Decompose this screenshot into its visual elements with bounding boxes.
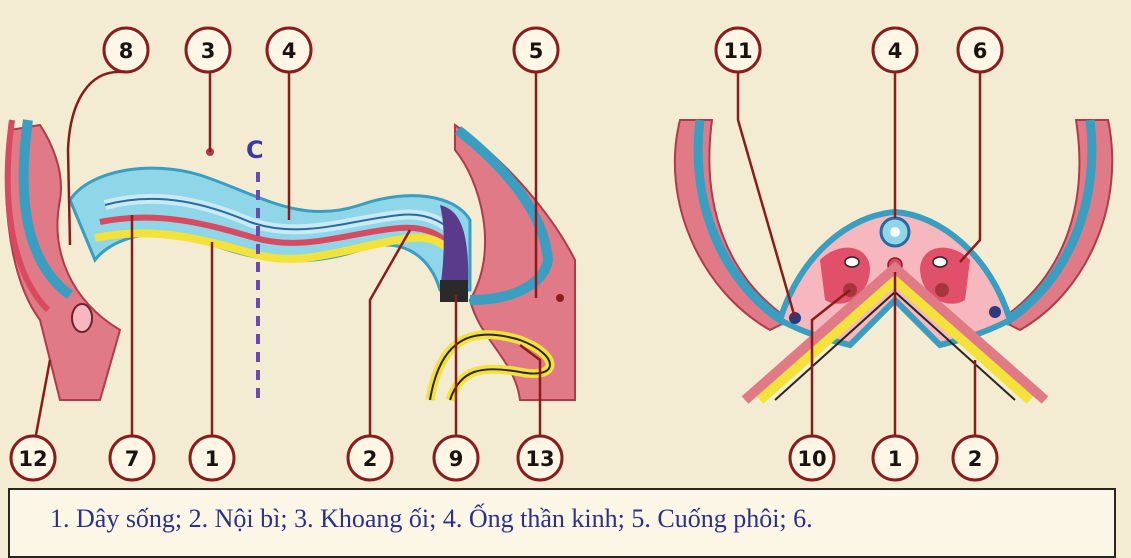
svg-text:2: 2 <box>363 447 378 471</box>
label-1-cross: 1 <box>871 434 919 482</box>
left-arm <box>673 119 792 332</box>
notochord-band <box>99 214 458 257</box>
label-9: 9 <box>432 434 480 482</box>
cloacal-membrane <box>440 280 468 302</box>
svg-text:9: 9 <box>449 447 464 471</box>
svg-text:5: 5 <box>529 39 544 63</box>
svg-text:4: 4 <box>888 39 903 63</box>
section-line-label: C <box>246 136 264 164</box>
label-12: 12 <box>9 434 57 482</box>
right-arm <box>998 119 1114 332</box>
label-6: 6 <box>956 26 1004 74</box>
svg-text:1: 1 <box>205 447 220 471</box>
embryo-diagram: C 8 3 4 5 <box>4 26 1114 482</box>
label-5: 5 <box>512 26 560 74</box>
label-2-cross: 2 <box>951 434 999 482</box>
vessel-oval <box>71 303 93 333</box>
label-4-cross: 4 <box>871 26 919 74</box>
label-1: 1 <box>188 434 236 482</box>
svg-text:12: 12 <box>18 447 47 471</box>
label-2: 2 <box>346 434 394 482</box>
svg-text:6: 6 <box>973 39 988 63</box>
caption-text: 1. Dây sống; 2. Nội bì; 3. Khoang ối; 4.… <box>50 504 813 533</box>
svg-text:2: 2 <box>968 447 983 471</box>
svg-text:3: 3 <box>201 39 216 63</box>
label-3: 3 <box>184 26 232 74</box>
svg-text:7: 7 <box>125 447 140 471</box>
label-10: 10 <box>788 434 836 482</box>
label-8: 8 <box>102 26 150 74</box>
svg-text:13: 13 <box>525 447 554 471</box>
svg-text:8: 8 <box>119 39 134 63</box>
label-7: 7 <box>108 434 156 482</box>
longitudinal-section: C 8 3 4 5 <box>4 26 576 482</box>
cross-section: 11 4 6 10 1 2 <box>673 26 1114 482</box>
endoderm-line <box>94 229 464 276</box>
svg-text:4: 4 <box>282 39 297 63</box>
label-13: 13 <box>516 434 564 482</box>
label-4: 4 <box>265 26 313 74</box>
caption-box: 1. Dây sống; 2. Nội bì; 3. Khoang ối; 4.… <box>8 488 1116 558</box>
svg-text:1: 1 <box>888 447 903 471</box>
label-11: 11 <box>714 26 762 74</box>
leader-lines-left <box>33 70 542 441</box>
svg-text:10: 10 <box>797 447 826 471</box>
connecting-stalk <box>454 123 576 401</box>
left-wall-lining <box>18 119 74 300</box>
leader-lines-right <box>736 72 982 440</box>
svg-text:11: 11 <box>723 39 752 63</box>
